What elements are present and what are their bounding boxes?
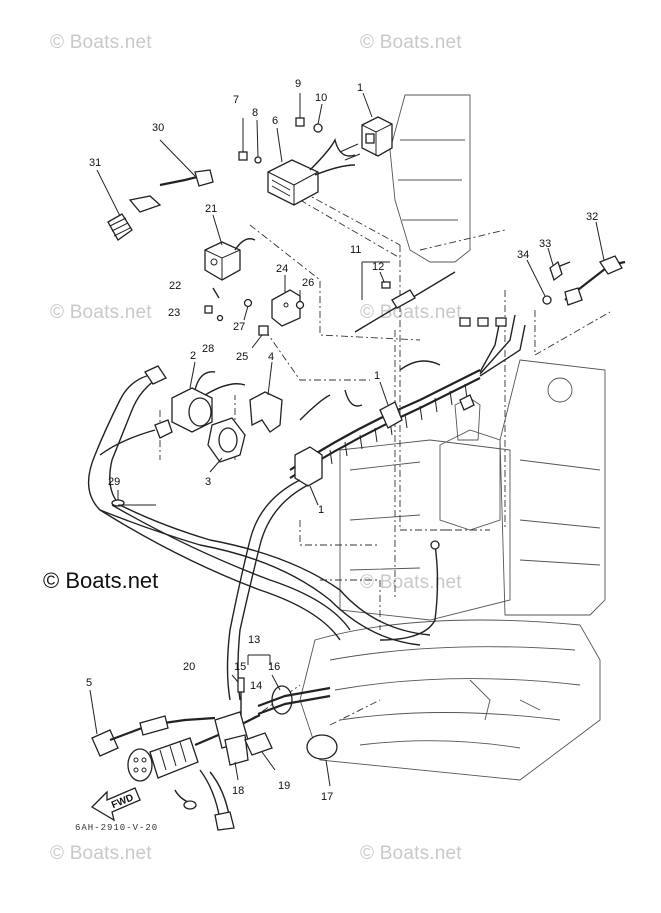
callout-label: 17 <box>321 791 333 803</box>
fwd-arrow: FWD <box>90 787 141 822</box>
callout-label: 23 <box>168 307 180 319</box>
callout-label: 25 <box>236 351 248 363</box>
watermark-text: Boats.net <box>69 843 152 864</box>
callout-label: 16 <box>268 661 280 673</box>
watermark-top-right: © Boats.net <box>360 32 462 54</box>
part-24-bracket <box>271 275 301 327</box>
callout-label: 6 <box>272 115 278 127</box>
callout-label: 11 <box>350 244 361 256</box>
callout-label: 14 <box>250 680 262 692</box>
fasteners-7-10 <box>238 93 323 164</box>
battery-leads <box>174 769 235 831</box>
callout-label: 34 <box>517 249 529 261</box>
watermark-mid-left: © Boats.net <box>50 302 152 324</box>
callout-label: 27 <box>233 321 245 333</box>
callout-label: 2 <box>190 350 196 362</box>
fwd-label: FWD <box>110 792 135 811</box>
callout-label: 19 <box>278 780 290 792</box>
callout-label: 30 <box>152 122 164 134</box>
part-11-12-cable <box>354 261 456 333</box>
watermark-symbol: © <box>360 572 375 593</box>
callout-label: 8 <box>252 107 258 119</box>
part-3-boot <box>207 417 246 473</box>
callout-label: 1 <box>374 370 380 382</box>
callout-label: 26 <box>302 277 314 289</box>
watermark-text: Boats.net <box>69 32 152 53</box>
callout-label: 12 <box>372 261 384 273</box>
watermark-bottom-left: © Boats.net <box>50 843 152 865</box>
callout-label: 24 <box>276 263 288 275</box>
callout-label: 1 <box>318 504 324 516</box>
part-5-cable <box>89 689 216 757</box>
callout-label: 28 <box>202 343 214 355</box>
part-32-34-connectors <box>526 221 626 306</box>
callout-label: 22 <box>169 280 181 292</box>
part-19-clip <box>244 732 276 771</box>
part-1-clamp <box>294 446 323 506</box>
watermark-symbol: © <box>50 32 65 53</box>
callout-label: 29 <box>108 476 120 488</box>
watermark-center: © Boats.net <box>43 568 159 593</box>
watermark-lower-right: © Boats.net <box>360 572 462 594</box>
callout-label: 33 <box>539 238 551 250</box>
callout-label: 20 <box>183 661 195 673</box>
long-leads <box>87 365 440 701</box>
diagram-code: 6AH-2910-V-20 <box>75 823 159 833</box>
callout-label: 1 <box>357 82 363 94</box>
watermark-top-left: © Boats.net <box>50 32 152 54</box>
watermark-symbol: © <box>360 843 375 864</box>
watermark-text: Boats.net <box>379 32 462 53</box>
watermark-bottom-right: © Boats.net <box>360 843 462 865</box>
callout-label: 5 <box>86 677 92 689</box>
small-screws-22-28 <box>204 287 305 349</box>
callout-numbers: 1 1 1 2 3 4 5 6 7 8 9 10 11 12 13 14 15 … <box>86 78 598 803</box>
watermark-symbol: © <box>360 32 375 53</box>
callout-label: 32 <box>586 211 598 223</box>
part-2-relay <box>171 361 246 433</box>
callout-label: 3 <box>205 476 211 488</box>
watermark-text: Boats.net <box>379 843 462 864</box>
callout-label: 21 <box>205 203 217 215</box>
part-30-31-plug <box>96 139 214 241</box>
watermark-symbol: © <box>50 843 65 864</box>
part-6-rectifier <box>267 137 361 206</box>
part-17-cap <box>306 734 338 787</box>
callout-label: 13 <box>248 634 260 646</box>
watermark-text: Boats.net <box>69 302 152 323</box>
watermark-symbol: © <box>50 302 65 323</box>
watermark-symbol: © <box>360 302 375 323</box>
part-4-clip <box>249 361 283 433</box>
callout-label: 15 <box>234 661 246 673</box>
part-21-relay <box>204 214 256 281</box>
callout-label: 10 <box>315 92 327 104</box>
callout-leaders <box>118 92 389 506</box>
watermark-text: Boats.net <box>379 572 462 593</box>
grommets-14-18 <box>214 654 331 781</box>
callout-label: 9 <box>295 78 301 90</box>
engine-outline <box>299 94 606 781</box>
callout-label: 4 <box>268 351 274 363</box>
part-1-cap <box>361 116 393 157</box>
callout-label: 18 <box>232 785 244 797</box>
callout-label: 7 <box>233 94 239 106</box>
callout-label: 31 <box>89 157 101 169</box>
